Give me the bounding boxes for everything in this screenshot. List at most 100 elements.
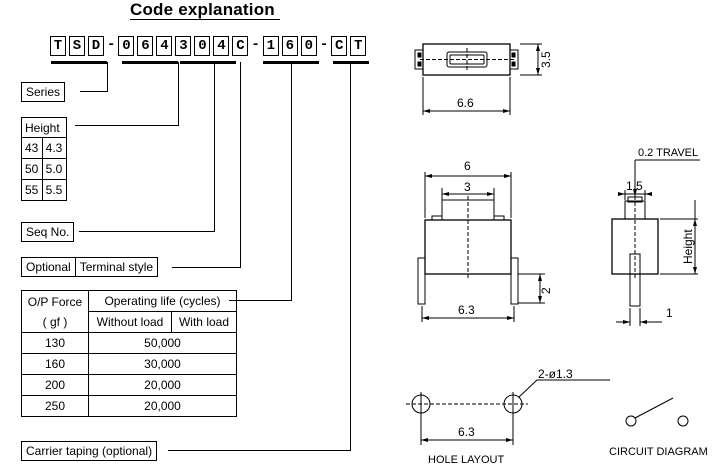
arrow (442, 192, 449, 196)
force-header: O/P Force ( gf ) (21, 290, 89, 333)
dimension-labels: 6.6 3.5 6 3 6.3 2 0.2 TRAVEL 1.5 Height … (428, 51, 708, 466)
series-underbar (51, 61, 107, 64)
life-with-header: With load (171, 311, 237, 333)
code-char: T (50, 36, 66, 56)
title-underline (130, 19, 280, 20)
hole-leader (518, 379, 538, 398)
force-cell: 200 (21, 374, 89, 396)
dim-side-height: Height (681, 229, 695, 264)
arrow (422, 316, 429, 320)
force-cell: 250 (21, 395, 89, 417)
taping-underbar (333, 61, 369, 64)
code-string: T S D - 0 6 4 3 0 4 C - 1 6 0 - C T (50, 36, 367, 56)
force-cell: 130 (21, 332, 89, 354)
arrow (693, 267, 697, 274)
optional-label: Optional (21, 257, 76, 277)
connector-line (107, 62, 108, 91)
code-char: 0 (118, 36, 135, 56)
circuit-switch-arm (634, 397, 674, 419)
arrow (504, 174, 511, 178)
life-cell: 30,000 (88, 353, 237, 375)
dim-side-button: 1.5 (626, 179, 643, 193)
connector-line (178, 62, 179, 125)
code-char: 4 (156, 36, 173, 56)
force-life-table: O/P Force ( gf ) Operating life (cycles)… (21, 290, 237, 417)
arrow (633, 189, 637, 196)
connector-line (75, 125, 179, 126)
code-char: C (331, 36, 348, 56)
code-char: 4 (213, 36, 230, 56)
top-terminal-pad (417, 61, 422, 67)
top-terminal-pad (417, 52, 422, 58)
terminal-style-row: Optional Terminal style (21, 257, 159, 277)
dim-hole-spacing: 6.3 (458, 425, 475, 439)
connector-line (240, 62, 241, 268)
life-cell: 20,000 (88, 374, 237, 396)
carrier-taping-label: Carrier taping (optional) (21, 441, 158, 461)
force-cell: 160 (21, 353, 89, 375)
arrow (536, 68, 540, 75)
side-pin (629, 253, 641, 307)
circuit-diagram-caption: CIRCUIT DIAGRAM (609, 446, 708, 458)
arrow (503, 109, 510, 113)
circuit-terminal (625, 415, 637, 427)
hole-layout (406, 379, 610, 445)
top-terminal-pad (511, 61, 516, 67)
code-dash: - (251, 37, 260, 53)
connector-line (229, 300, 292, 301)
dim-front-button: 3 (464, 180, 471, 194)
connector-line (214, 62, 215, 231)
code-char: 6 (281, 36, 298, 56)
life-group-header: Operating life (cycles) (88, 290, 237, 312)
code-explanation-title: Code explanation (130, 0, 275, 19)
top-terminal-pad (511, 52, 516, 58)
code-char: S (69, 36, 85, 56)
arrowheads (421, 44, 697, 442)
height-underbar (180, 61, 236, 64)
connector-line (172, 267, 241, 268)
top-terminal-right (509, 49, 519, 70)
series-label: Series (21, 82, 66, 102)
hole-layout-caption: HOLE LAYOUT (428, 454, 504, 466)
arrow (538, 274, 542, 281)
front-step (431, 215, 443, 221)
arrow (506, 438, 513, 442)
arrow (425, 174, 432, 178)
arrow (421, 438, 428, 442)
dim-top-height: 3.5 (539, 51, 553, 68)
dim-front-pin: 2 (539, 287, 553, 294)
circuit-terminal (677, 415, 689, 427)
code-char: 0 (194, 36, 211, 56)
life-without-header: Without load (88, 311, 172, 333)
size-underbar (122, 61, 178, 64)
arrow (538, 296, 542, 303)
connector-line (350, 62, 351, 451)
top-view (414, 43, 542, 115)
dim-top-width: 6.6 (457, 96, 474, 110)
front-step (493, 215, 505, 221)
code-char: 0 (300, 36, 317, 56)
arrow (618, 192, 625, 196)
connector-line (291, 62, 292, 301)
life-cell: 50,000 (88, 332, 237, 354)
dim-hole-spec: 2-ø1.3 (538, 367, 573, 381)
connector-line (79, 231, 215, 232)
height-table: Height 43 4.3 50 5.0 55 5.5 (21, 117, 67, 201)
arrow (507, 316, 514, 320)
arrow (645, 192, 652, 196)
dim-front-width: 6 (464, 159, 471, 173)
arrow (423, 109, 430, 113)
connector-line (80, 91, 108, 92)
code-char: D (88, 36, 104, 56)
force-header-line1: O/P Force (27, 294, 83, 309)
code-char: 1 (262, 36, 279, 56)
code-char: 3 (175, 36, 192, 56)
dim-side-pin: 1 (666, 306, 673, 320)
side-button (624, 200, 646, 220)
code-char: T (350, 36, 367, 56)
height-code-cell: 55 (21, 179, 43, 201)
code-dash: - (319, 37, 329, 53)
dim-side-travel: 0.2 TRAVEL (638, 147, 698, 159)
circuit-diagram (625, 397, 689, 427)
code-dash: - (107, 37, 116, 53)
